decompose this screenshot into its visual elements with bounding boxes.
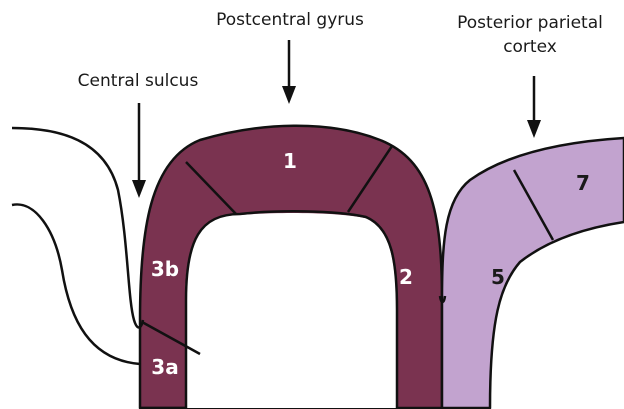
precentral-inner-outline: [12, 204, 140, 364]
posterior-parietal-region: [442, 138, 624, 408]
posterior-parietal-label-line1: Posterior parietal: [457, 13, 603, 33]
region-3a-label: 3a: [151, 355, 178, 379]
posterior-parietal-label-line2: cortex: [503, 37, 557, 57]
region-5-label: 5: [491, 265, 505, 289]
arrow-posterior-parietal: [527, 76, 541, 138]
region-1-label: 1: [283, 149, 297, 173]
arrow-central-sulcus: [132, 103, 146, 198]
gyrus-inner-white: [185, 213, 396, 408]
region-3b-label: 3b: [151, 257, 179, 281]
arrow-postcentral-gyrus: [282, 40, 296, 104]
postcentral-gyrus-label: Postcentral gyrus: [216, 10, 364, 30]
region-7-label: 7: [576, 171, 590, 195]
central-sulcus-label: Central sulcus: [78, 71, 199, 91]
region-2-label: 2: [399, 265, 413, 289]
precentral-outer-outline: [12, 128, 143, 328]
